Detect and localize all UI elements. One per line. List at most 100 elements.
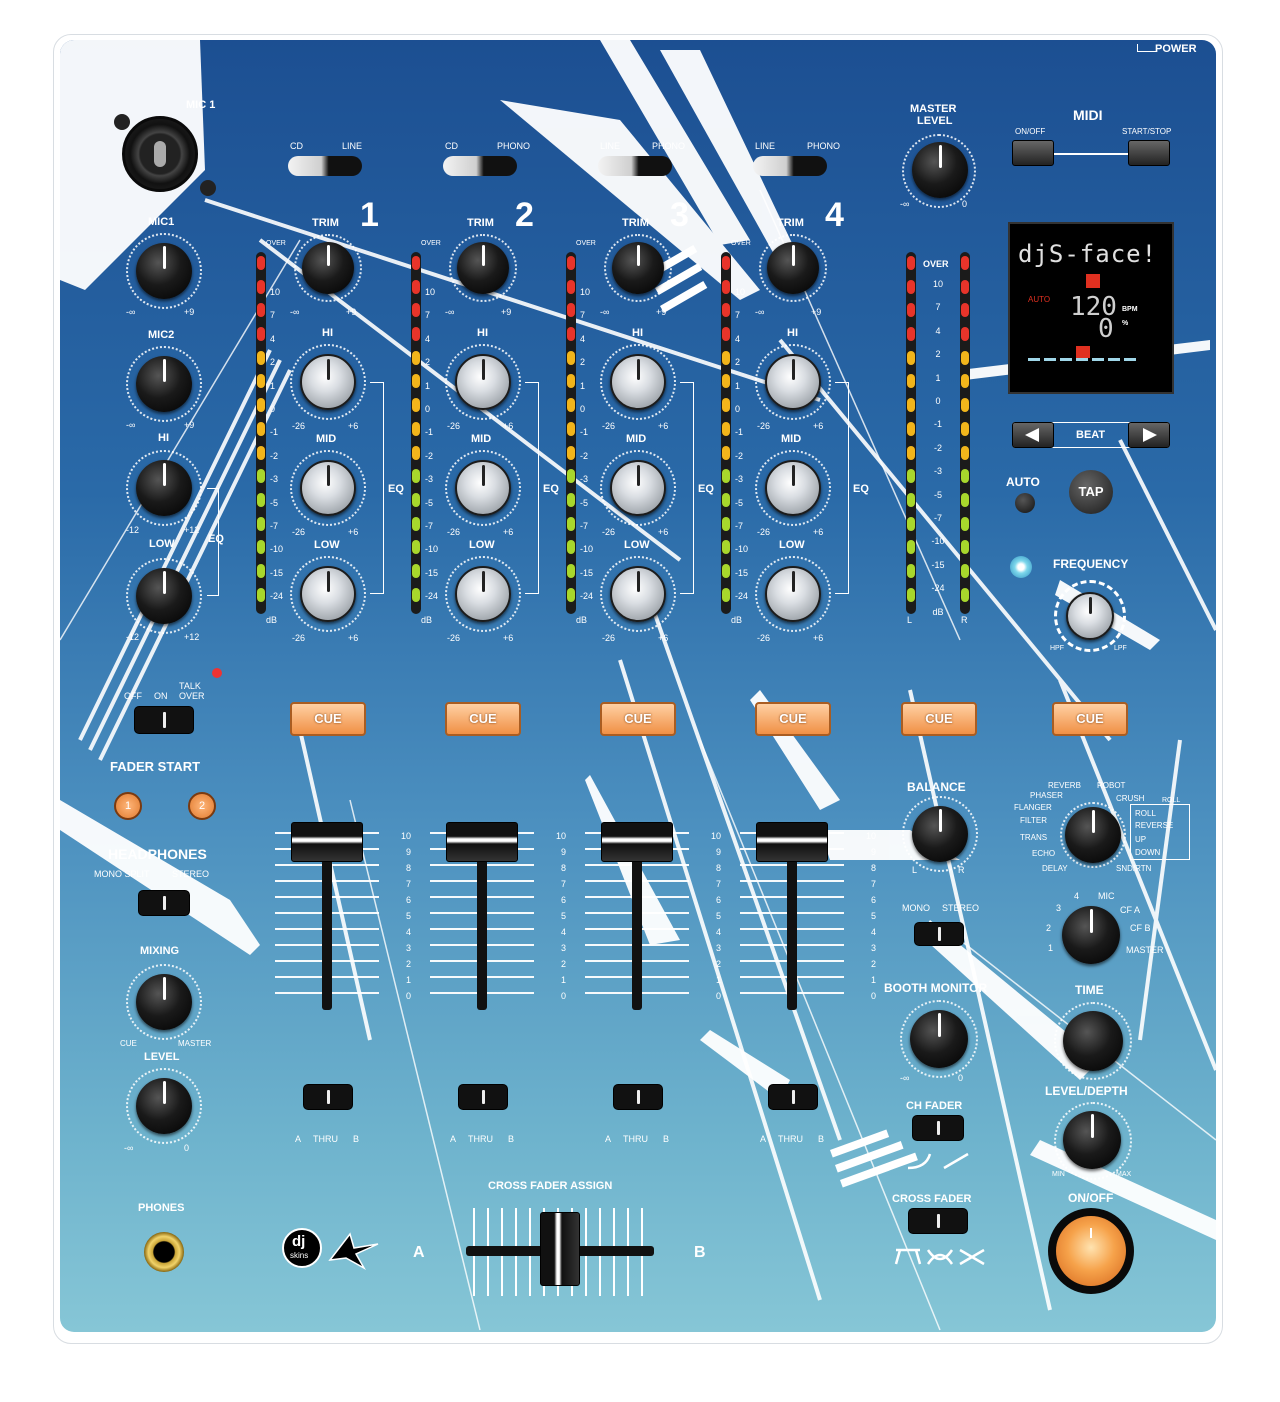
effect-cue-button[interactable]: CUE: [1052, 702, 1128, 736]
crossfader-curve-icons: [894, 1248, 985, 1266]
channel-3-meter-tick: 7: [580, 310, 586, 321]
fx-crush: CRUSH: [1116, 794, 1145, 803]
channel-1-hi-eq-knob[interactable]: [300, 354, 356, 410]
channel-3-input-switch[interactable]: [598, 156, 672, 176]
tap-button[interactable]: TAP: [1069, 470, 1113, 514]
time-knob[interactable]: [1063, 1011, 1123, 1071]
channel-2-input-switch[interactable]: [443, 156, 517, 176]
phones-jack[interactable]: [144, 1232, 184, 1272]
ch-fader-curve-switch[interactable]: [912, 1115, 964, 1141]
channel-3-fader-track: [632, 830, 642, 1010]
headphones-level-knob[interactable]: [136, 1078, 192, 1134]
fader-start-2-button[interactable]: 2: [188, 792, 216, 820]
fader-start-1-button[interactable]: 1: [114, 792, 142, 820]
effect-channel-knob[interactable]: [1062, 906, 1120, 964]
headphones-stereo-label: STEREO: [172, 869, 210, 879]
channel-2-assign-b: B: [508, 1134, 515, 1144]
channel-3-eq-bracket: [680, 382, 694, 594]
headphones-mono-split-switch[interactable]: [138, 890, 190, 916]
balance-knob[interactable]: [912, 806, 968, 862]
booth-monitor-knob[interactable]: [910, 1010, 968, 1068]
level-depth-knob[interactable]: [1063, 1111, 1121, 1169]
cross-fader-curve-switch[interactable]: [908, 1208, 968, 1234]
channel-2-fader-cap[interactable]: [446, 822, 518, 862]
mic1-gain-knob[interactable]: [136, 243, 192, 299]
meter-led: [412, 398, 420, 413]
master-meter-tick: 2: [935, 349, 941, 360]
channel-2-cue-button[interactable]: CUE: [445, 702, 521, 736]
meter-led: [257, 563, 265, 578]
master-meter-tick: -5: [933, 489, 942, 500]
channel-1-low-eq-knob[interactable]: [300, 566, 356, 622]
mic-low-eq-knob[interactable]: [136, 568, 192, 624]
channel-1-meter-tick: -5: [270, 497, 279, 508]
channel-4-meter-tick: 4: [735, 333, 741, 344]
channel-4-crossfader-assign-switch[interactable]: [768, 1084, 818, 1110]
beat-label: BEAT: [1076, 429, 1106, 441]
channel-1-fader-cap[interactable]: [291, 822, 363, 862]
channel-3-trim-knob[interactable]: [612, 242, 664, 294]
mic-hi-eq-knob[interactable]: [136, 460, 192, 516]
channel-3-hi-eq-knob[interactable]: [610, 354, 666, 410]
channel-4-fader-track: [787, 830, 797, 1010]
cross-fader-assign-label: CROSS FADER ASSIGN: [488, 1180, 613, 1192]
fader-scale-number: 6: [560, 895, 566, 905]
fx-ch-cfa: CF A: [1120, 905, 1141, 915]
crossfader-cap[interactable]: [540, 1212, 580, 1286]
channel-1-trim-knob[interactable]: [302, 242, 354, 294]
channel-4-hi-eq-knob[interactable]: [765, 354, 821, 410]
meter-led: [907, 540, 915, 555]
channel-2-hi-eq-knob[interactable]: [455, 354, 511, 410]
channel-2-low-min: -26: [447, 633, 461, 643]
beat-left-button[interactable]: [1012, 422, 1054, 448]
beat-right-button[interactable]: [1128, 422, 1170, 448]
channel-4-cue-button[interactable]: CUE: [755, 702, 831, 736]
channel-3-mid-eq-knob[interactable]: [610, 460, 666, 516]
channel-4-level-meter: [721, 252, 731, 614]
channel-4-trim-knob[interactable]: [767, 242, 819, 294]
channel-4-low-eq-knob[interactable]: [765, 566, 821, 622]
channel-3-fader-cap[interactable]: [601, 822, 673, 862]
channel-2-low-eq-knob[interactable]: [455, 566, 511, 622]
fader-scale-number: 4: [870, 927, 876, 937]
channel-1-input-switch[interactable]: [288, 156, 362, 176]
midi-on-off-button[interactable]: [1012, 140, 1054, 166]
level-depth-scale: [1054, 1102, 1132, 1180]
fx-robot: ROBOT: [1097, 781, 1126, 790]
channel-1-crossfader-assign-switch[interactable]: [303, 1084, 353, 1110]
channel-2-meter-tick: -10: [425, 544, 439, 555]
channel-3-cue-button[interactable]: CUE: [600, 702, 676, 736]
frequency-scale: [1054, 580, 1126, 652]
channel-4-fader-cap[interactable]: [756, 822, 828, 862]
channel-2-trim-knob[interactable]: [457, 242, 509, 294]
mic2-gain-knob[interactable]: [136, 356, 192, 412]
effect-select-knob[interactable]: [1065, 807, 1121, 863]
channel-1-cue-button[interactable]: CUE: [290, 702, 366, 736]
channel-3-meter-tick: -5: [580, 497, 589, 508]
channel-3-low-eq-knob[interactable]: [610, 566, 666, 622]
mic-talkover-switch[interactable]: [134, 706, 194, 734]
talkover-on-label: ON: [154, 691, 168, 701]
channel-3-crossfader-assign-switch[interactable]: [613, 1084, 663, 1110]
channel-1-over-label: OVER: [266, 240, 286, 247]
master-meter-right-label: R: [961, 615, 968, 625]
master-cue-button[interactable]: CUE: [901, 702, 977, 736]
frequency-knob[interactable]: [1066, 592, 1114, 640]
channel-4-meter-tick: 0: [735, 404, 741, 414]
channel-4-mid-eq-knob[interactable]: [765, 460, 821, 516]
channel-4-input-switch[interactable]: [753, 156, 827, 176]
effect-on-off-button[interactable]: [1048, 1208, 1134, 1294]
channel-2-mid-eq-knob[interactable]: [455, 460, 511, 516]
midi-start-stop-button[interactable]: [1128, 140, 1170, 166]
channel-4-meter-tick: -15: [735, 567, 749, 578]
auto-beat-button[interactable]: [1015, 493, 1035, 513]
master-mono-stereo-switch[interactable]: [914, 922, 964, 946]
headphones-mixing-knob[interactable]: [136, 974, 192, 1030]
meter-led: [567, 421, 575, 436]
channel-1-mid-eq-knob[interactable]: [300, 460, 356, 516]
channel-2-crossfader-assign-switch[interactable]: [458, 1084, 508, 1110]
mic1-xlr-jack[interactable]: [122, 116, 198, 192]
channel-strip-4: LINE PHONO 4 TRIM OVER -∞ +9 HI -26 +6 M…: [713, 140, 869, 1150]
channel-2-assign-a: A: [450, 1134, 457, 1144]
master-level-knob[interactable]: [912, 142, 968, 198]
